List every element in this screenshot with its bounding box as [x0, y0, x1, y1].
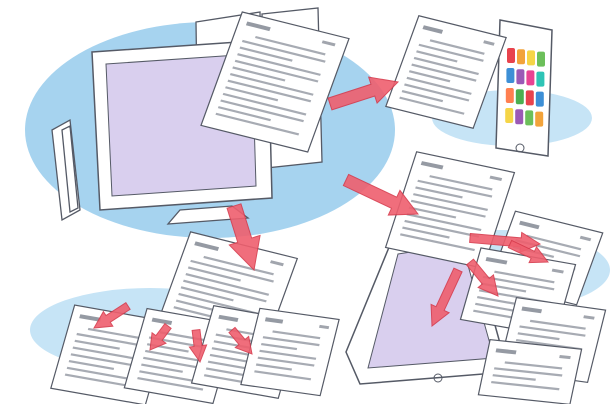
app-tile: [517, 49, 525, 64]
document-sheet-icon: [478, 340, 581, 404]
app-tile: [506, 88, 514, 103]
app-tile: [506, 68, 514, 83]
app-tile: [526, 70, 534, 85]
app-tile: [537, 52, 545, 67]
app-tile: [536, 92, 544, 107]
app-tile: [516, 89, 524, 104]
app-tile: [507, 48, 515, 63]
app-tile: [515, 109, 523, 124]
app-tile: [527, 50, 535, 65]
app-tile: [516, 69, 524, 84]
app-tile: [525, 110, 533, 125]
app-tile: [505, 108, 513, 123]
app-tile: [526, 90, 534, 105]
app-tile: [536, 72, 544, 87]
app-tile: [535, 112, 543, 127]
